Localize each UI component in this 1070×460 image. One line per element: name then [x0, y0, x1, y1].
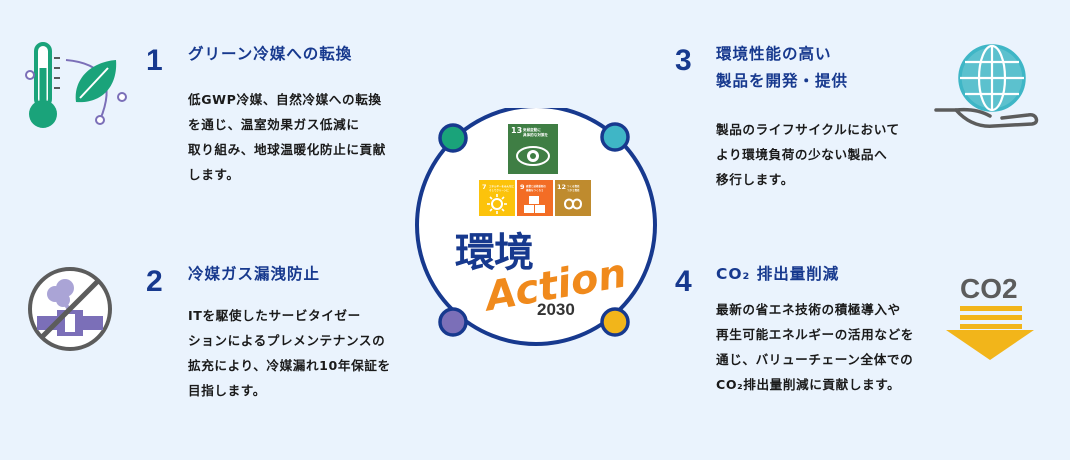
section-heading-2: 冷媒ガス漏洩防止: [188, 265, 321, 283]
node-teal: [600, 122, 630, 152]
svg-text:7: 7: [482, 183, 487, 191]
section-number-1: 1: [146, 44, 163, 77]
body-line: CO₂排出量削減に貢献します。: [716, 377, 901, 392]
svg-text:エネルギーをみんなに: エネルギーをみんなに: [489, 184, 515, 188]
section-heading-4: CO₂ 排出量削減: [716, 265, 840, 283]
svg-text:12: 12: [557, 183, 566, 191]
body-line: 拡充により、冷媒漏れ10年保証を: [188, 358, 391, 373]
section-number-4: 4: [675, 265, 692, 298]
section-body-3: 製品のライフサイクルにおいて より環境負荷の少ない製品へ 移行します。: [716, 117, 900, 192]
svg-text:そしてクリーンに: そしてクリーンに: [489, 188, 509, 192]
body-line: ションによるプレメンテナンスの: [188, 333, 386, 348]
body-line: 取り組み、地球温暖化防止に貢献: [188, 142, 386, 157]
svg-text:気候変動に: 気候変動に: [523, 127, 541, 132]
svg-text:つかう責任: つかう責任: [567, 188, 580, 192]
svg-text:産業と技術革新の: 産業と技術革新の: [526, 184, 547, 188]
thermometer-leaf-icon: [25, 42, 127, 128]
svg-text:基盤をつくろう: 基盤をつくろう: [525, 188, 544, 192]
section-heading-3: 環境性能の高い 製品を開発・提供: [716, 41, 848, 95]
environment-action-2030-emblem: 13 気候変動に 具体的な対策を 7 エネルギーをみんなに そしてクリーンに 9…: [415, 108, 657, 346]
section-number-2: 2: [146, 265, 163, 298]
heading-line: 製品を開発・提供: [716, 72, 849, 90]
heading-line: 環境性能の高い: [716, 45, 832, 63]
body-line: 移行します。: [716, 172, 794, 187]
section-number-3: 3: [675, 44, 692, 77]
svg-text:13: 13: [511, 126, 522, 135]
body-line: ITを駆使したサービタイゼー: [188, 308, 361, 323]
body-line: 通じ、バリューチェーン全体での: [716, 352, 914, 367]
node-green: [438, 123, 468, 153]
node-yellow: [600, 307, 630, 337]
node-purple: [438, 307, 468, 337]
svg-text:つくる責任: つくる責任: [567, 184, 580, 188]
sdg-13-icon: 13 気候変動に 具体的な対策を: [508, 124, 558, 174]
body-line: 再生可能エネルギーの活用などを: [716, 327, 914, 342]
body-line: 低GWP冷媒、自然冷媒への転換: [188, 92, 382, 107]
sdg-9-icon: 9 産業と技術革新の 基盤をつくろう: [517, 180, 553, 216]
body-line: 最新の省エネ技術の積極導入や: [716, 302, 901, 317]
co2-down-arrow-icon: CO2: [946, 273, 1034, 360]
body-line: します。: [188, 167, 240, 182]
section-body-4: 最新の省エネ技術の積極導入や 再生可能エネルギーの活用などを 通じ、バリューチェ…: [716, 297, 914, 397]
body-line: 製品のライフサイクルにおいて: [716, 122, 900, 137]
body-line: より環境負荷の少ない製品へ: [716, 147, 888, 162]
no-gas-leak-icon: [28, 267, 112, 351]
sdg-7-icon: 7 エネルギーをみんなに そしてクリーンに: [479, 180, 515, 216]
section-body-2: ITを駆使したサービタイゼー ションによるプレメンテナンスの 拡充により、冷媒漏…: [188, 303, 391, 403]
svg-text:具体的な対策を: 具体的な対策を: [522, 132, 549, 137]
section-heading-1: グリーン冷媒への転換: [188, 45, 353, 63]
body-line: を通じ、温室効果ガス低減に: [188, 117, 360, 132]
section-body-1: 低GWP冷媒、自然冷媒への転換 を通じ、温室効果ガス低減に 取り組み、地球温暖化…: [188, 87, 386, 187]
globe-in-hand-icon: [934, 44, 1039, 128]
logo-year: 2030: [537, 300, 575, 319]
body-line: 目指します。: [188, 383, 266, 398]
sdg-12-icon: 12 つくる責任 つかう責任: [555, 180, 591, 216]
co2-label: CO2: [960, 273, 1018, 304]
logo-kanji: 環境: [455, 230, 533, 276]
svg-text:9: 9: [520, 183, 525, 191]
